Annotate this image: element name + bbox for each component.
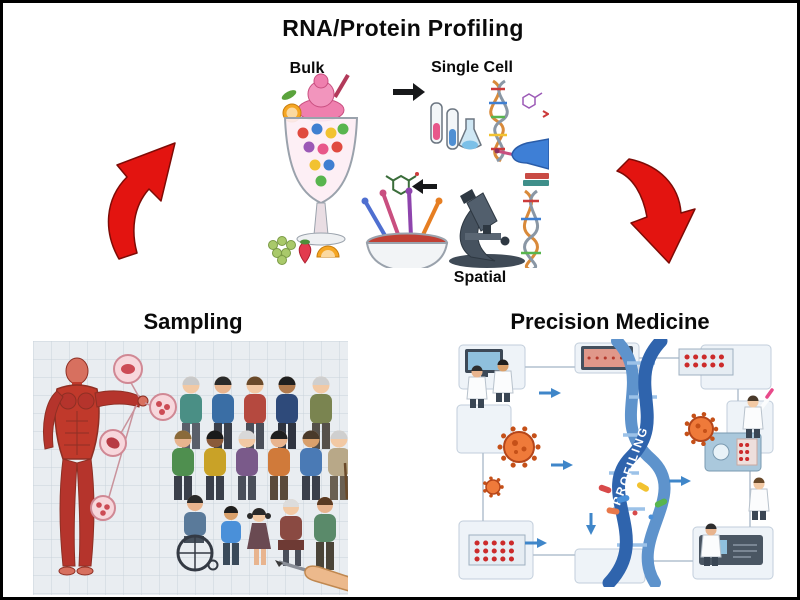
dna-helix-icon bbox=[521, 189, 541, 268]
person-icon bbox=[236, 430, 258, 500]
microscope-icon bbox=[449, 189, 525, 268]
pill-icon bbox=[598, 482, 668, 520]
scientist-icon bbox=[700, 523, 722, 566]
swab-bowl-icon bbox=[361, 187, 449, 268]
virus-icon bbox=[497, 425, 541, 469]
person-icon bbox=[204, 430, 226, 500]
virus-icon bbox=[683, 411, 719, 447]
person-icon bbox=[180, 376, 202, 449]
gloved-hand-icon bbox=[494, 138, 549, 170]
fruit-icon bbox=[268, 236, 340, 265]
person-icon bbox=[172, 430, 194, 500]
label-sampling: Sampling bbox=[143, 309, 243, 334]
person-icon bbox=[247, 508, 271, 565]
wheelchair-person-icon bbox=[176, 495, 219, 572]
arrow-left-icon bbox=[412, 179, 437, 194]
person-with-cane-icon bbox=[328, 430, 348, 500]
scientist-icon bbox=[748, 477, 770, 520]
pencil-icon bbox=[278, 560, 310, 573]
books-icon bbox=[523, 173, 549, 186]
drawing-hand-icon bbox=[275, 560, 348, 592]
person-icon bbox=[300, 430, 322, 500]
test-tubes-icon bbox=[430, 102, 482, 150]
scientist-icon bbox=[466, 365, 488, 408]
dna-helix-icon bbox=[489, 79, 509, 163]
scientist-icon bbox=[742, 388, 774, 438]
milkshake-icon bbox=[281, 73, 359, 246]
profiling-illustration bbox=[268, 73, 549, 268]
lab-machine-icon bbox=[704, 432, 762, 472]
label-spatial: Spatial bbox=[453, 269, 507, 286]
label-precision-medicine: Precision Medicine bbox=[510, 309, 710, 334]
sampling-illustration bbox=[33, 341, 348, 595]
arrow-right-icon bbox=[393, 83, 425, 101]
person-icon bbox=[268, 430, 290, 500]
label-bulk: Bulk bbox=[289, 60, 325, 77]
molecule-icon bbox=[522, 92, 549, 118]
label-single-cell: Single Cell bbox=[431, 59, 513, 76]
benzene-icon bbox=[385, 172, 419, 196]
sample-tray-icon bbox=[678, 348, 734, 376]
person-icon bbox=[221, 506, 241, 565]
precision-medicine-illustration: PROFILING bbox=[456, 339, 774, 587]
cycle-arrow-down-icon bbox=[616, 158, 696, 264]
page-title: RNA/Protein Profiling bbox=[282, 15, 524, 41]
tissue-inset-icon bbox=[90, 354, 177, 521]
cycle-arrow-up-icon bbox=[107, 142, 176, 260]
person-icon bbox=[278, 499, 304, 566]
sample-tray-icon bbox=[468, 534, 526, 566]
person-icon bbox=[314, 497, 336, 570]
dna-ribbon-icon: PROFILING bbox=[602, 339, 671, 587]
flow-arrow-icon bbox=[525, 388, 691, 548]
scientist-icon bbox=[492, 359, 514, 402]
muscle-figure-icon bbox=[43, 357, 149, 576]
virus-icon bbox=[482, 476, 504, 498]
